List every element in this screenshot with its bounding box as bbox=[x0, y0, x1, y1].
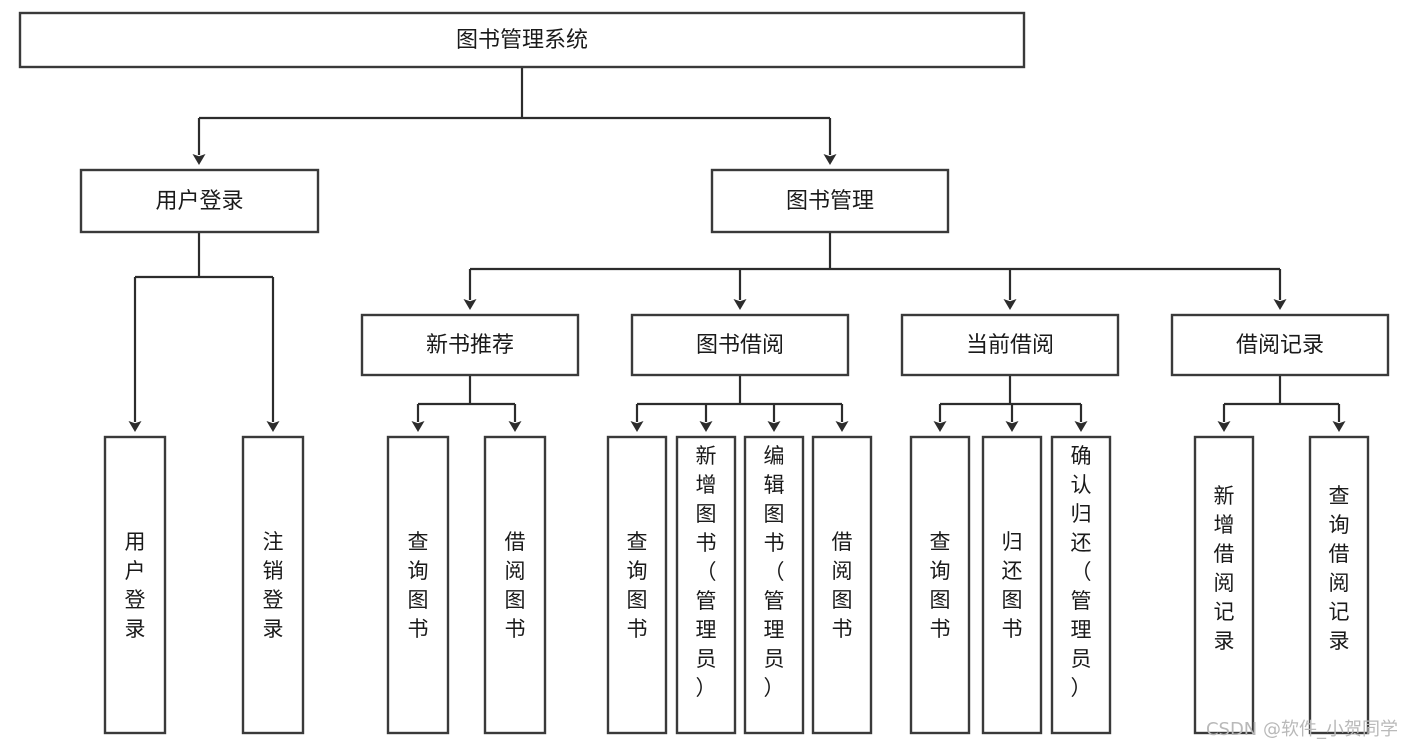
node-leaf-edit-book-admin-box[interactable] bbox=[743, 435, 805, 735]
node-user-login-label: 用户登录 bbox=[155, 189, 243, 214]
node-leaf-add-borrow-record-label: 新增借阅记录 bbox=[1214, 484, 1235, 653]
node-leaf-borrow-book[interactable]: 借阅图书 bbox=[811, 435, 873, 735]
node-leaf-borrow-book-recommend-label: 借阅图书 bbox=[505, 530, 526, 641]
node-current-borrow[interactable]: 当前借阅 bbox=[900, 313, 1120, 377]
node-leaf-query-book-borrow[interactable]: 查询图书 bbox=[606, 435, 668, 735]
connector-book-manage-to-level2 bbox=[463, 232, 1287, 310]
node-new-book-recommend-box[interactable] bbox=[360, 313, 580, 377]
node-leaf-query-book-recommend-label: 查询图书 bbox=[408, 530, 429, 641]
node-leaf-query-book-current-label: 查询图书 bbox=[930, 530, 951, 641]
node-leaf-return-book-box[interactable] bbox=[981, 435, 1043, 735]
connector-current-borrow-to-leaves bbox=[933, 375, 1088, 432]
connector-book-borrow-to-leaves bbox=[630, 375, 849, 432]
node-leaf-query-book-borrow-box[interactable] bbox=[606, 435, 668, 735]
connector-new-book-recommend-to-leaves bbox=[411, 375, 522, 432]
node-leaf-borrow-book-label: 借阅图书 bbox=[832, 530, 853, 641]
node-leaf-query-book-borrow-label: 查询图书 bbox=[627, 530, 648, 641]
node-book-borrow-box[interactable] bbox=[630, 313, 850, 377]
node-user-login-box[interactable] bbox=[79, 168, 320, 234]
node-leaf-borrow-book-recommend-box[interactable] bbox=[483, 435, 547, 735]
node-leaf-query-borrow-record-box[interactable] bbox=[1308, 435, 1370, 735]
node-current-borrow-box[interactable] bbox=[900, 313, 1120, 377]
node-leaf-user-login[interactable]: 用户登录 bbox=[103, 435, 167, 735]
node-leaf-query-book-current[interactable]: 查询图书 bbox=[909, 435, 971, 735]
node-leaf-edit-book-admin-label: 编辑图书（管理员） bbox=[764, 444, 785, 700]
node-leaf-borrow-book-box[interactable] bbox=[811, 435, 873, 735]
node-borrow-record-label: 借阅记录 bbox=[1236, 333, 1324, 358]
node-leaf-user-login-box[interactable] bbox=[103, 435, 167, 735]
nodes-layer: 图书管理系统用户登录图书管理新书推荐图书借阅当前借阅借阅记录用户登录注销登录查询… bbox=[18, 11, 1390, 735]
node-book-manage[interactable]: 图书管理 bbox=[710, 168, 950, 234]
node-leaf-logout[interactable]: 注销登录 bbox=[241, 435, 305, 735]
node-leaf-add-borrow-record-box[interactable] bbox=[1193, 435, 1255, 735]
node-leaf-query-borrow-record[interactable]: 查询借阅记录 bbox=[1308, 435, 1370, 735]
node-leaf-confirm-return-admin[interactable]: 确认归还（管理员） bbox=[1050, 435, 1112, 735]
node-leaf-add-book-admin[interactable]: 新增图书（管理员） bbox=[675, 435, 737, 735]
node-leaf-query-book-recommend-box[interactable] bbox=[386, 435, 450, 735]
node-new-book-recommend-label: 新书推荐 bbox=[426, 333, 514, 358]
node-root-label: 图书管理系统 bbox=[456, 28, 588, 53]
node-leaf-add-book-admin-label: 新增图书（管理员） bbox=[696, 444, 717, 700]
connector-borrow-record-to-leaves bbox=[1217, 375, 1346, 432]
node-leaf-confirm-return-admin-label: 确认归还（管理员） bbox=[1071, 444, 1092, 700]
node-leaf-query-book-recommend[interactable]: 查询图书 bbox=[386, 435, 450, 735]
node-current-borrow-label: 当前借阅 bbox=[966, 333, 1054, 358]
node-leaf-logout-box[interactable] bbox=[241, 435, 305, 735]
node-leaf-return-book-label: 归还图书 bbox=[1002, 530, 1023, 641]
connectors bbox=[128, 67, 1346, 432]
node-new-book-recommend[interactable]: 新书推荐 bbox=[360, 313, 580, 377]
connector-root-to-level1 bbox=[192, 67, 837, 165]
node-leaf-add-book-admin-box[interactable] bbox=[675, 435, 737, 735]
node-leaf-edit-book-admin[interactable]: 编辑图书（管理员） bbox=[743, 435, 805, 735]
node-borrow-record-box[interactable] bbox=[1170, 313, 1390, 377]
node-book-manage-label: 图书管理 bbox=[786, 189, 874, 214]
node-leaf-logout-label: 注销登录 bbox=[263, 530, 284, 641]
node-leaf-borrow-book-recommend[interactable]: 借阅图书 bbox=[483, 435, 547, 735]
node-book-manage-box[interactable] bbox=[710, 168, 950, 234]
node-leaf-user-login-label: 用户登录 bbox=[125, 530, 146, 641]
node-leaf-query-borrow-record-label: 查询借阅记录 bbox=[1329, 484, 1350, 653]
node-borrow-record[interactable]: 借阅记录 bbox=[1170, 313, 1390, 377]
node-book-borrow[interactable]: 图书借阅 bbox=[630, 313, 850, 377]
node-root[interactable]: 图书管理系统 bbox=[18, 11, 1026, 69]
node-leaf-query-book-current-box[interactable] bbox=[909, 435, 971, 735]
node-leaf-confirm-return-admin-box[interactable] bbox=[1050, 435, 1112, 735]
node-book-borrow-label: 图书借阅 bbox=[696, 333, 784, 358]
node-root-box[interactable] bbox=[18, 11, 1026, 69]
csdn-watermark: CSDN @软件_小贺同学 bbox=[1206, 719, 1398, 740]
connector-user-login-to-leaves bbox=[128, 232, 280, 432]
node-leaf-add-borrow-record[interactable]: 新增借阅记录 bbox=[1193, 435, 1255, 735]
node-leaf-return-book[interactable]: 归还图书 bbox=[981, 435, 1043, 735]
node-user-login[interactable]: 用户登录 bbox=[79, 168, 320, 234]
